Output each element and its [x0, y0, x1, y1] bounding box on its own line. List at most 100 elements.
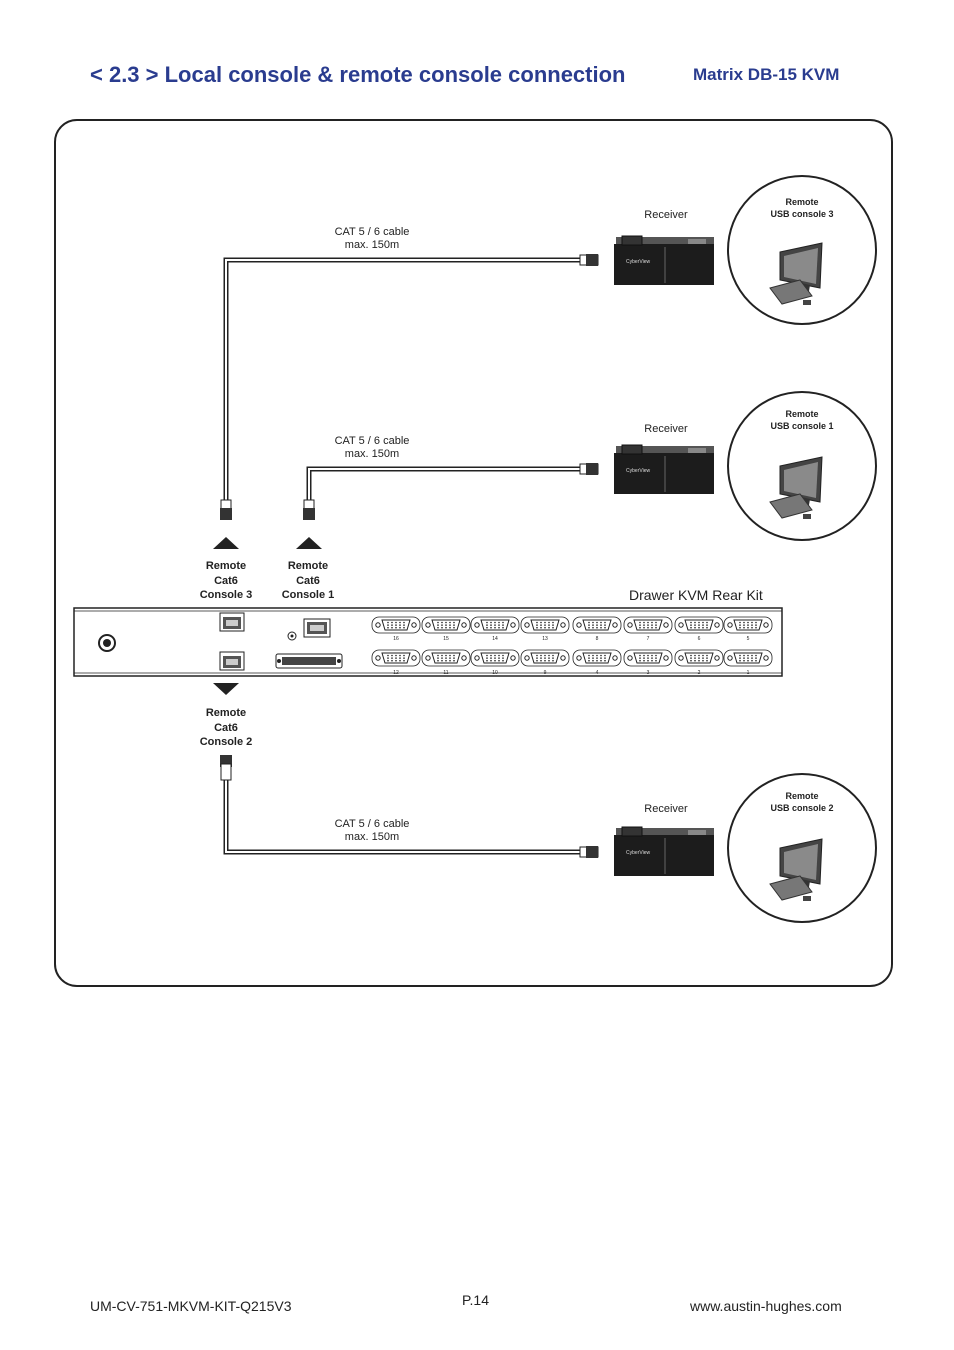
vga-port-number: 6 — [698, 636, 701, 642]
rj45-plug-kvm-1-icon — [303, 499, 315, 520]
receiver-3-brand: CyberView — [626, 259, 650, 265]
arrow-up-console-3-icon — [213, 537, 239, 549]
port-2-line2: Cat6 — [214, 721, 238, 734]
remote-console-3-label: Remote USB console 3 — [752, 196, 852, 220]
remote-console-3-line2: USB console 3 — [770, 209, 834, 219]
cable-2-label: CAT 5 / 6 cable max. 150m — [312, 818, 432, 844]
rj45-port-console-1-icon — [303, 618, 331, 638]
remote-console-2-line1: Remote — [785, 791, 819, 801]
cable-3-label: CAT 5 / 6 cable max. 150m — [312, 226, 432, 252]
rj45-port-console-2-icon — [219, 651, 245, 671]
vga-port-number: 12 — [393, 670, 399, 676]
receiver-3-label: Receiver — [644, 209, 688, 221]
cable-console-3 — [223, 257, 582, 504]
diagram-frame — [54, 119, 893, 987]
remote-console-1-line2: USB console 1 — [770, 421, 834, 431]
remote-console-2-line2: USB console 2 — [770, 803, 834, 813]
vga-port-number: 11 — [443, 670, 448, 676]
vga-port-2-icon — [674, 649, 724, 667]
vga-port-5-icon — [723, 616, 773, 634]
cable-2-type: CAT 5 / 6 cable — [334, 818, 410, 830]
port-3-line1: Remote — [205, 560, 247, 572]
scsi-connector-icon — [275, 653, 343, 669]
vga-port-6-icon — [674, 616, 724, 634]
cable-console-2 — [223, 775, 582, 855]
screw-icon — [287, 631, 297, 641]
cable-3-length: max. 150m — [344, 239, 400, 251]
vga-port-8-icon — [572, 616, 622, 634]
vga-port-13-icon — [520, 616, 570, 634]
vga-port-number: 3 — [647, 670, 650, 676]
rj45-plug-receiver-1-icon — [579, 463, 599, 475]
vga-port-number: 16 — [393, 636, 399, 642]
vga-port-4-icon — [572, 649, 622, 667]
receiver-2-label: Receiver — [644, 803, 688, 815]
arrow-up-console-1-icon — [296, 537, 322, 549]
receiver-2-device: CyberView — [614, 826, 714, 876]
port-label-console-2: Remote Cat6 Console 2 — [182, 706, 270, 750]
remote-console-1-label: Remote USB console 1 — [752, 408, 852, 432]
vga-port-7-icon — [623, 616, 673, 634]
rj45-plug-kvm-3-icon — [220, 499, 232, 520]
page-subtitle: Matrix DB-15 KVM — [693, 65, 840, 84]
doc-id: UM-CV-751-MKVM-KIT-Q215V3 — [90, 1298, 292, 1314]
vga-port-number: 8 — [596, 636, 599, 642]
receiver-1-device: CyberView — [614, 444, 714, 494]
rear-kit-label: Drawer KVM Rear Kit — [629, 587, 763, 603]
vga-port-10-icon — [470, 649, 520, 667]
cable-1-type: CAT 5 / 6 cable — [334, 435, 410, 447]
vga-port-15-icon — [421, 616, 471, 634]
cable-2-length: max. 150m — [344, 831, 400, 843]
vga-port-11-icon — [421, 649, 471, 667]
vga-port-number: 1 — [747, 670, 750, 676]
page-number: P.14 — [462, 1292, 489, 1308]
rj45-plug-receiver-3-icon — [579, 254, 599, 266]
computer-2-icon — [769, 838, 823, 901]
vga-port-14-icon — [470, 616, 520, 634]
vga-port-number: 10 — [492, 670, 498, 676]
receiver-1-label: Receiver — [644, 423, 688, 435]
rj45-plug-receiver-2-icon — [579, 846, 599, 858]
port-2-line1: Remote — [205, 707, 247, 719]
vga-port-1-icon — [723, 649, 773, 667]
rj45-plug-kvm-2-icon — [220, 755, 232, 781]
rj45-port-console-3-icon — [219, 612, 245, 632]
website: www.austin-hughes.com — [690, 1298, 842, 1314]
port-label-console-1: Remote Cat6 Console 1 — [264, 559, 352, 603]
page-title: < 2.3 > Local console & remote console c… — [90, 62, 626, 87]
vga-port-number: 15 — [443, 636, 449, 642]
receiver-3-device: CyberView — [614, 235, 714, 285]
cable-1-length: max. 150m — [344, 448, 400, 460]
computer-1-icon — [769, 456, 823, 519]
vga-port-12-icon — [371, 649, 421, 667]
port-2-line3: Console 2 — [199, 736, 253, 748]
vga-port-number: 14 — [492, 636, 498, 642]
port-1-line2: Cat6 — [296, 574, 320, 587]
vga-port-number: 2 — [698, 670, 701, 676]
remote-console-2-label: Remote USB console 2 — [752, 790, 852, 814]
vga-port-number: 4 — [596, 670, 599, 676]
vga-port-3-icon — [623, 649, 673, 667]
receiver-2-brand: CyberView — [626, 850, 650, 856]
computer-3-icon — [769, 242, 823, 305]
vga-port-number: 9 — [544, 670, 547, 676]
power-connector-icon — [98, 634, 116, 652]
port-label-console-3: Remote Cat6 Console 3 — [182, 559, 270, 603]
vga-port-number: 5 — [747, 636, 750, 642]
cable-console-1 — [306, 466, 582, 504]
cable-3-type: CAT 5 / 6 cable — [334, 226, 410, 238]
remote-console-3-line1: Remote — [785, 197, 819, 207]
port-3-line2: Cat6 — [214, 574, 238, 587]
port-1-line3: Console 1 — [281, 589, 335, 601]
port-1-line1: Remote — [287, 560, 329, 572]
port-3-line3: Console 3 — [199, 589, 253, 601]
arrow-down-console-2-icon — [213, 683, 239, 695]
cable-1-label: CAT 5 / 6 cable max. 150m — [312, 435, 432, 461]
vga-port-number: 7 — [647, 636, 650, 642]
receiver-1-brand: CyberView — [626, 468, 650, 474]
vga-port-9-icon — [520, 649, 570, 667]
remote-console-1-line1: Remote — [785, 409, 819, 419]
vga-port-16-icon — [371, 616, 421, 634]
